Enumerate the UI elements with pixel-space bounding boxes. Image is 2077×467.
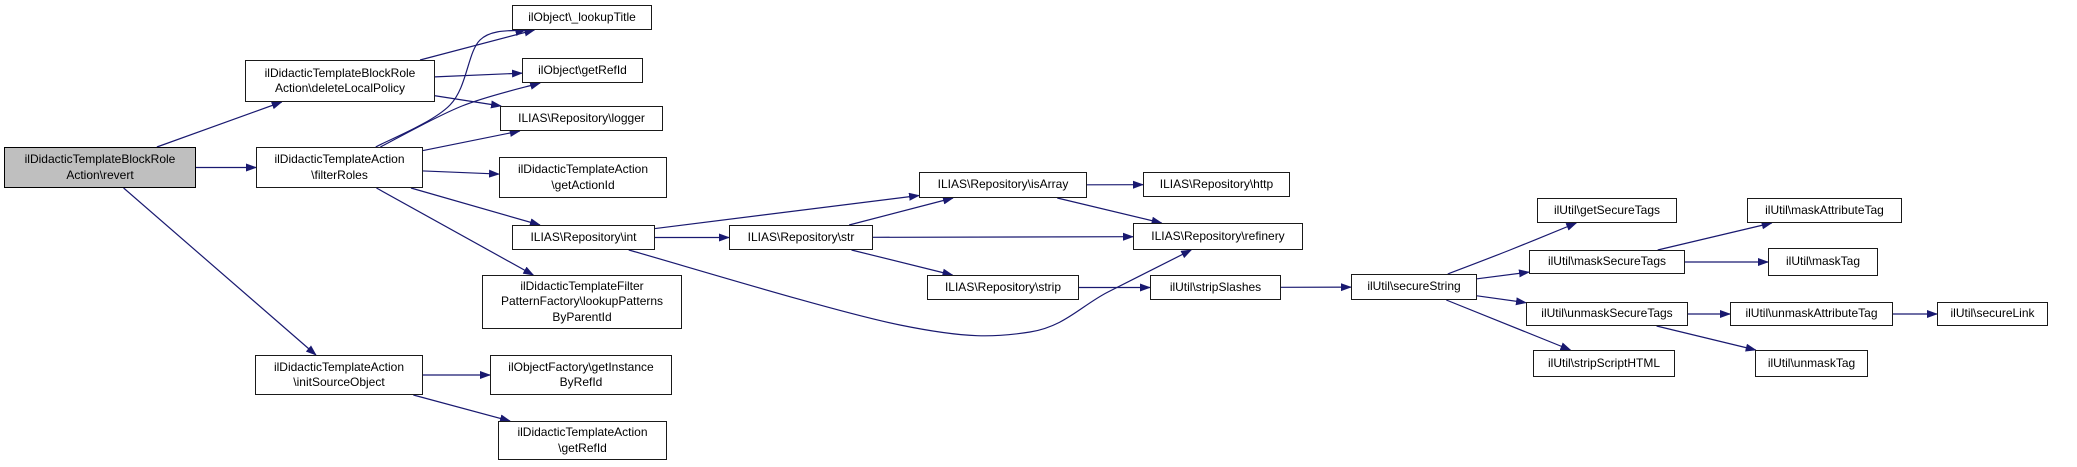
graph-node-label: ILIAS\Repository\strip [944,279,1062,294]
graph-node-label: ilUtil\maskAttributeTag [1765,202,1884,217]
call-edge-revert-to-initSourceObject [123,187,317,356]
graph-node-label: Action\deleteLocalPolicy [274,81,406,95]
call-edge-secureString-to-unmaskSecureTags [1476,295,1527,306]
call-edge-str-to-isArray [848,196,954,226]
graph-node-label: ByParentId [552,309,612,324]
call-edge-isArray-to-refinery [1057,197,1163,225]
graph-node-label: ilDidacticTemplateAction [517,425,648,439]
graph-node-label: ilUtil\maskTag [1785,254,1860,269]
graph-node-label: Action\revert [66,167,134,182]
call-edge-revert-to-deleteLocalPolicy [156,101,283,148]
call-edge-secureString-to-getSecureTags [1447,222,1578,275]
graph-node-label: ilDidacticTemplateAction [273,359,405,374]
call-edge-filterRoles-to-getActionId [422,169,500,178]
graph-node-label: \getActionId [551,177,615,192]
graph-node-label: ilUtil\stripScriptHTML [1547,355,1660,370]
graph-node-label: ILIAS\Repository\str [747,229,855,244]
graph-node-getSecureTags[interactable]: ilUtil\getSecureTags [1537,198,1677,223]
graph-node-label: ilObject\_lookupTitle [528,9,636,24]
call-edge-deleteLocalPolicy-to-logger [434,95,502,109]
graph-node-label: ilUtil\getSecureTags [1553,202,1661,217]
graph-node-label: ilObjectFactory\getInstance [508,359,654,374]
graph-node-label: \getRefId [558,440,607,455]
graph-node-secureString[interactable]: ilUtil\secureString [1351,274,1477,300]
call-edge-deleteLocalPolicy-to-lookupTitle [419,28,536,61]
graph-node-label: ilUtil\stripSlashes [1169,279,1262,294]
graph-node-objGetRefId[interactable]: ilObject\getRefId [522,58,643,83]
graph-node-label: ilUtil\secureString [1367,279,1461,294]
graph-node-label: ilUtil\maskSecureTags [1547,254,1667,269]
graph-node-label: PatternFactory\lookupPatterns [500,294,664,309]
graph-node-label: ilDidacticTemplateFilter [520,278,644,293]
graph-node-label: ilObject\getRefId [538,62,627,77]
graph-node-label: ILIAS\Repository\logger [518,110,645,125]
graph-node-refinery[interactable]: ILIAS\Repository\refinery [1133,223,1303,250]
graph-node-label: ByRefId [559,375,603,389]
graph-node-label: \filterRoles [311,167,368,182]
call-edge-int-to-refinery [628,249,1193,337]
graph-node-logger[interactable]: ILIAS\Repository\logger [500,106,663,131]
graph-node-label: ilDidacticTemplateAction [274,152,405,166]
call-edge-str-to-refinery [872,232,1134,241]
call-edge-filterRoles-to-objGetRefId [380,81,542,148]
call-edge-initSourceObject-to-dtaGetRefId [413,394,511,423]
graph-node-isArray[interactable]: ILIAS\Repository\isArray [919,172,1087,198]
call-edge-int-to-isArray [654,192,920,230]
graph-node-stripSlashes[interactable]: ilUtil\stripSlashes [1150,275,1281,300]
graph-node-label: ilDidacticTemplateBlockRole [24,152,176,166]
graph-node-maskSecureTags[interactable]: ilUtil\maskSecureTags [1529,250,1685,274]
graph-node-label: ILIAS\Repository\http [1159,176,1274,191]
graph-node-int[interactable]: ILIAS\Repository\int [512,225,655,250]
graph-node-label: ILIAS\Repository\refinery [1151,228,1285,243]
graph-node-label: ILIAS\Repository\isArray [937,177,1069,192]
call-edge-deleteLocalPolicy-to-objGetRefId [434,69,523,78]
graph-node-lookupTitle[interactable]: ilObject\_lookupTitle [512,5,652,30]
graph-node-strip[interactable]: ILIAS\Repository\strip [927,275,1079,300]
graph-node-http[interactable]: ILIAS\Repository\http [1143,172,1290,197]
graph-node-getActionId[interactable]: ilDidacticTemplateAction\getActionId [499,157,667,198]
graph-node-unmaskSecureTags[interactable]: ilUtil\unmaskSecureTags [1526,302,1688,326]
graph-node-stripScriptHTML[interactable]: ilUtil\stripScriptHTML [1533,350,1675,377]
call-edge-filterRoles-to-logger [422,129,521,152]
call-edge-filterRoles-to-lookupTitle [375,28,527,148]
call-edge-unmaskSecureTags-to-unmaskTag [1656,325,1757,352]
call-edge-filterRoles-to-int [410,187,541,227]
graph-node-str[interactable]: ILIAS\Repository\str [729,225,873,250]
graph-node-maskTag[interactable]: ilUtil\maskTag [1768,248,1878,276]
graph-node-label: ilUtil\unmaskAttributeTag [1745,306,1878,321]
graph-node-initSourceObject[interactable]: ilDidacticTemplateAction\initSourceObjec… [255,355,423,395]
graph-node-label: ilDidacticTemplateBlockRole [264,65,416,80]
call-edge-str-to-strip [851,249,954,277]
graph-node-label: ilUtil\unmaskSecureTags [1541,306,1673,321]
graph-node-label: ilUtil\unmaskTag [1767,355,1856,370]
graph-node-label: ilDidacticTemplateAction [517,162,649,176]
graph-node-unmaskAttributeTag[interactable]: ilUtil\unmaskAttributeTag [1730,302,1893,326]
graph-node-secureLink[interactable]: ilUtil\secureLink [1937,302,2048,326]
graph-node-dtaGetRefId[interactable]: ilDidacticTemplateAction\getRefId [498,421,667,460]
graph-node-label: ilUtil\secureLink [1950,306,2035,321]
graph-node-maskAttributeTag[interactable]: ilUtil\maskAttributeTag [1747,198,1902,223]
graph-node-unmaskTag[interactable]: ilUtil\unmaskTag [1755,350,1868,377]
call-edge-secureString-to-stripScriptHTML [1446,299,1572,351]
call-edge-filterRoles-to-lookupPatterns [376,187,535,276]
call-edge-maskSecureTags-to-maskAttributeTag [1657,221,1773,251]
graph-node-label: \initSourceObject [293,375,385,389]
call-edge-secureString-to-maskSecureTags [1476,269,1530,280]
graph-node-label: ILIAS\Repository\int [530,229,637,244]
graph-node-filterRoles[interactable]: ilDidacticTemplateAction\filterRoles [256,147,423,188]
